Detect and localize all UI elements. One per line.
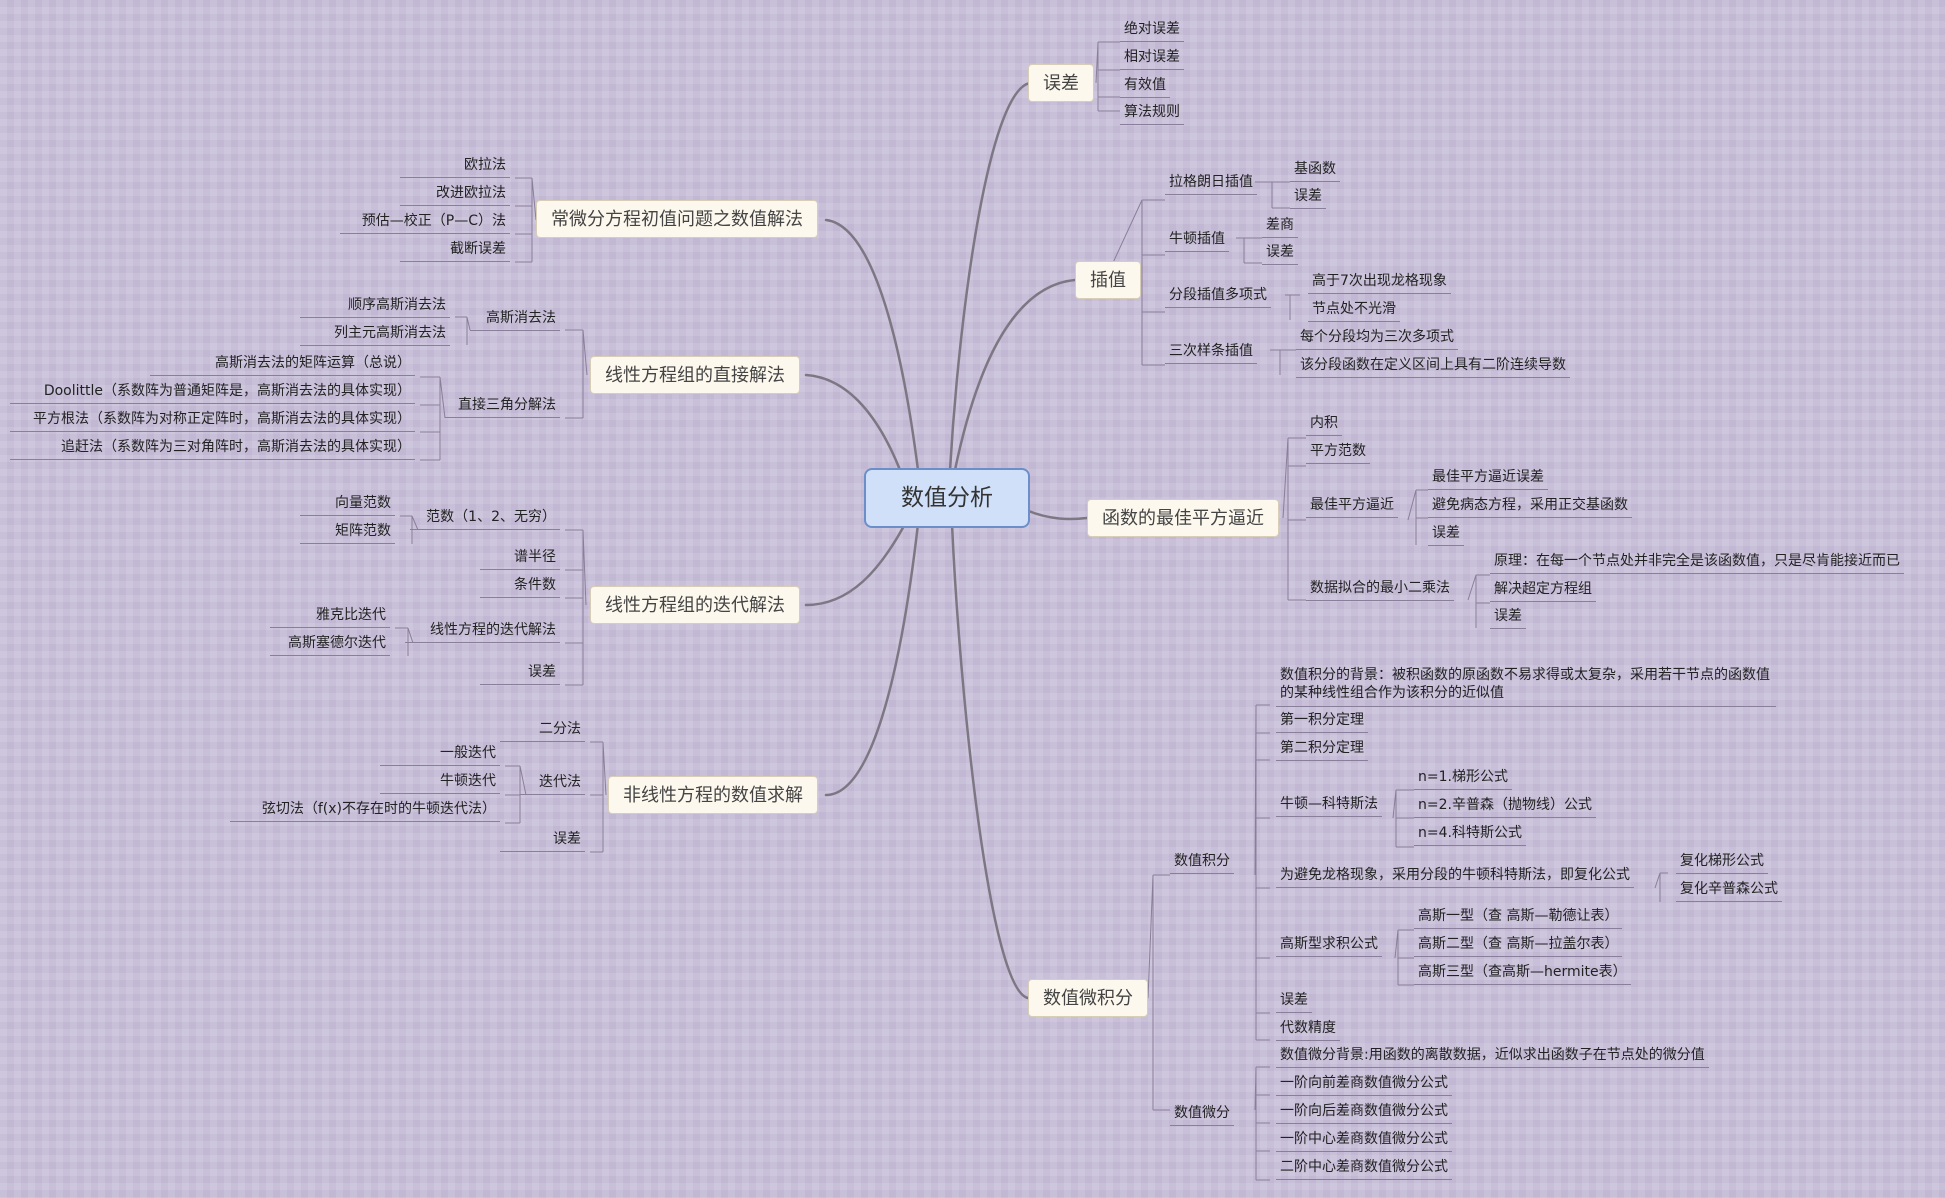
node-numerical-integration[interactable]: 数值积分: [1170, 848, 1234, 874]
leaf-second-theorem[interactable]: 第二积分定理: [1276, 735, 1368, 761]
leaf-integ-error[interactable]: 误差: [1276, 987, 1312, 1013]
leaf-vector-norm[interactable]: 向量范数: [300, 490, 395, 516]
node-iteration[interactable]: 迭代法: [520, 769, 585, 795]
link-iter: [804, 522, 907, 607]
leaf-gauss-1[interactable]: 高斯一型（查 高斯—勒德让表）: [1414, 903, 1623, 929]
node-lu[interactable]: 直接三角分解法: [445, 392, 560, 418]
leaf-ode-4[interactable]: 截断误差: [400, 236, 510, 262]
leaf-error-1[interactable]: 绝对误差: [1120, 16, 1184, 42]
leaf-algebraic-precision[interactable]: 代数精度: [1276, 1015, 1340, 1041]
leaf-square-norm[interactable]: 平方范数: [1306, 438, 1370, 464]
leaf-error-2[interactable]: 相对误差: [1120, 44, 1184, 70]
leaf-fit-2[interactable]: 解决超定方程组: [1490, 576, 1596, 602]
leaf-bisection[interactable]: 二分法: [500, 716, 585, 742]
node-spline[interactable]: 三次样条插值: [1165, 338, 1257, 364]
leaf-diff-1[interactable]: 数值微分背景:用函数的离散数据，近似求出函数子在节点处的微分值: [1276, 1042, 1709, 1068]
leaf-general-iter[interactable]: 一般迭代: [380, 740, 500, 766]
node-lagrange[interactable]: 拉格朗日插值: [1165, 169, 1257, 195]
leaf-ode-3[interactable]: 预估—校正（P—C）法: [340, 208, 510, 234]
leaf-gauss-elim-1[interactable]: 顺序高斯消去法: [300, 292, 450, 318]
node-newton-cotes[interactable]: 牛顿—科特斯法: [1276, 791, 1382, 817]
leaf-diff-4[interactable]: 一阶中心差商数值微分公式: [1276, 1126, 1452, 1152]
link-ode: [824, 218, 920, 472]
leaf-newton-1[interactable]: 差商: [1262, 212, 1298, 238]
leaf-gauss-seidel[interactable]: 高斯塞德尔迭代: [270, 630, 390, 656]
leaf-gauss-2[interactable]: 高斯二型（查 高斯—拉盖尔表）: [1414, 931, 1623, 957]
leaf-nc-2[interactable]: n=2.辛普森（抛物线）公式: [1414, 792, 1596, 818]
leaf-iter-error[interactable]: 误差: [480, 659, 560, 685]
leaf-lagrange-1[interactable]: 基函数: [1290, 156, 1340, 182]
leaf-best-1[interactable]: 最佳平方逼近误差: [1428, 464, 1548, 490]
leaf-nonlin-error[interactable]: 误差: [500, 826, 585, 852]
leaf-ode-2[interactable]: 改进欧拉法: [400, 180, 510, 206]
leaf-lu-2[interactable]: Doolittle（系数阵为普通矩阵是，高斯消去法的具体实现）: [10, 378, 415, 404]
leaf-lu-3[interactable]: 平方根法（系数阵为对称正定阵时，高斯消去法的具体实现）: [10, 406, 415, 432]
link-direct: [804, 373, 902, 472]
leaf-gauss-elim-2[interactable]: 列主元高斯消去法: [300, 320, 450, 346]
leaf-best-3[interactable]: 误差: [1428, 520, 1464, 546]
topic-ode[interactable]: 常微分方程初值问题之数值解法: [536, 200, 818, 238]
topic-numerical-calculus[interactable]: 数值微积分: [1028, 979, 1148, 1017]
node-gauss-elim[interactable]: 高斯消去法: [470, 305, 560, 331]
leaf-gauss-3[interactable]: 高斯三型（查高斯—hermite表）: [1414, 959, 1631, 985]
node-norm[interactable]: 范数（1、2、无穷）: [410, 504, 560, 530]
leaf-nc-1[interactable]: n=1.梯形公式: [1414, 764, 1512, 790]
topic-interpolation[interactable]: 插值: [1075, 261, 1141, 299]
leaf-newton-2[interactable]: 误差: [1262, 239, 1298, 265]
root-topic[interactable]: 数值分析: [864, 468, 1030, 528]
link-calc: [950, 522, 1030, 1000]
node-newton-interp[interactable]: 牛顿插值: [1165, 226, 1229, 252]
leaf-spline-2[interactable]: 该分段函数在定义区间上具有二阶连续导数: [1296, 352, 1570, 378]
node-data-fit[interactable]: 数据拟合的最小二乘法: [1306, 575, 1454, 601]
leaf-newton-iter[interactable]: 牛顿迭代: [380, 768, 500, 794]
leaf-diff-5[interactable]: 二阶中心差商数值微分公式: [1276, 1154, 1452, 1180]
topic-iterative-methods[interactable]: 线性方程组的迭代解法: [590, 586, 800, 624]
leaf-matrix-norm[interactable]: 矩阵范数: [300, 518, 395, 544]
leaf-piecewise-2[interactable]: 节点处不光滑: [1308, 296, 1400, 322]
leaf-spline-1[interactable]: 每个分段均为三次多项式: [1296, 324, 1458, 350]
leaf-fit-1[interactable]: 原理：在每一个节点处并非完全是该函数值，只是尽肯能接近而已: [1490, 548, 1904, 574]
link-nonlin: [824, 522, 920, 797]
leaf-first-theorem[interactable]: 第一积分定理: [1276, 707, 1368, 733]
node-piecewise[interactable]: 分段插值多项式: [1165, 282, 1271, 308]
topic-nonlinear[interactable]: 非线性方程的数值求解: [608, 776, 818, 814]
leaf-jacobi[interactable]: 雅克比迭代: [270, 602, 390, 628]
leaf-composite-1[interactable]: 复化梯形公式: [1676, 848, 1768, 874]
node-numerical-diff[interactable]: 数值微分: [1170, 1100, 1234, 1126]
leaf-composite-2[interactable]: 复化辛普森公式: [1676, 876, 1782, 902]
leaf-lagrange-2[interactable]: 误差: [1290, 183, 1326, 209]
leaf-nc-3[interactable]: n=4.科特斯公式: [1414, 820, 1526, 846]
leaf-spectral-radius[interactable]: 谱半径: [480, 544, 560, 570]
leaf-lu-1[interactable]: 高斯消去法的矩阵运算（总说）: [150, 350, 415, 376]
topic-least-squares[interactable]: 函数的最佳平方逼近: [1087, 499, 1279, 537]
leaf-error-4[interactable]: 算法规则: [1120, 99, 1184, 125]
leaf-integration-background[interactable]: 数值积分的背景：被积函数的原函数不易求得或太复杂，采用若干节点的函数值的某种线性…: [1276, 666, 1776, 707]
leaf-secant[interactable]: 弦切法（f(x)不存在时的牛顿迭代法）: [230, 796, 500, 822]
leaf-lu-4[interactable]: 追赶法（系数阵为三对角阵时，高斯消去法的具体实现）: [10, 434, 415, 460]
leaf-inner-product[interactable]: 内积: [1306, 410, 1342, 436]
leaf-condition-number[interactable]: 条件数: [480, 572, 560, 598]
topic-direct-methods[interactable]: 线性方程组的直接解法: [590, 356, 800, 394]
leaf-diff-2[interactable]: 一阶向前差商数值微分公式: [1276, 1070, 1452, 1096]
topic-error[interactable]: 误差: [1028, 64, 1094, 102]
node-best-approx[interactable]: 最佳平方逼近: [1306, 492, 1398, 518]
link-interp: [953, 278, 1077, 472]
node-composite[interactable]: 为避免龙格现象，采用分段的牛顿科特斯法，即复化公式: [1276, 862, 1634, 888]
node-iter-methods[interactable]: 线性方程的迭代解法: [405, 617, 560, 643]
link-lsq: [1024, 508, 1089, 521]
node-gauss-quad[interactable]: 高斯型求积公式: [1276, 931, 1382, 957]
leaf-diff-3[interactable]: 一阶向后差商数值微分公式: [1276, 1098, 1452, 1124]
link-error: [948, 81, 1032, 472]
leaf-ode-1[interactable]: 欧拉法: [400, 152, 510, 178]
leaf-best-2[interactable]: 避免病态方程，采用正交基函数: [1428, 492, 1632, 518]
leaf-error-3[interactable]: 有效值: [1120, 72, 1170, 98]
leaf-fit-3[interactable]: 误差: [1490, 603, 1526, 629]
leaf-piecewise-1[interactable]: 高于7次出现龙格现象: [1308, 268, 1451, 294]
